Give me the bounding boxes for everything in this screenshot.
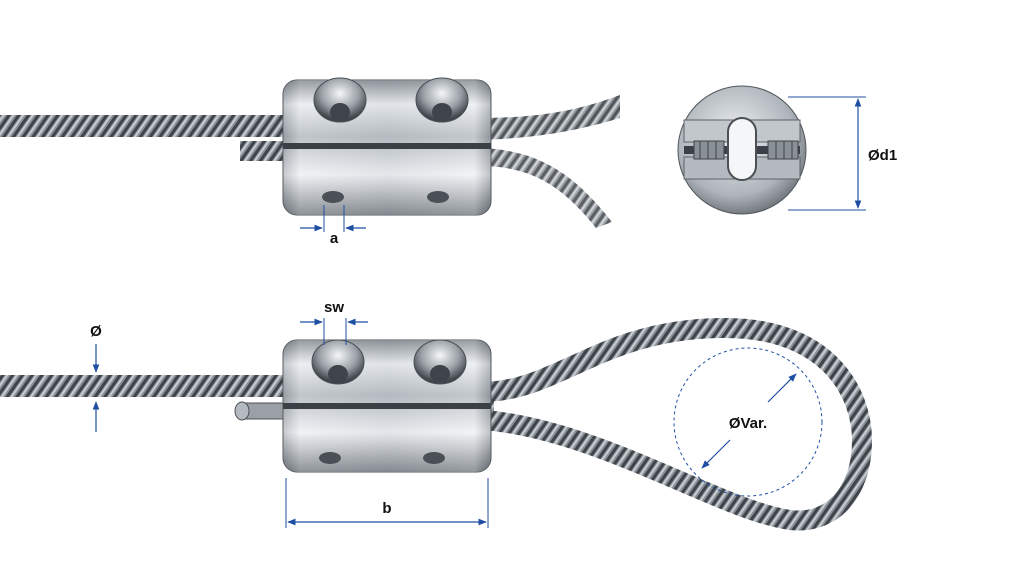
top-cable-right-upper — [480, 95, 620, 140]
bottom-screw-hole-2 — [413, 339, 467, 385]
top-assembly — [0, 77, 620, 228]
bottom-cable-loop — [474, 317, 873, 531]
top-screw-hole-2 — [415, 77, 469, 123]
top-clamp-split — [283, 143, 491, 149]
dimension-cable-diameter: Ø — [90, 323, 102, 432]
dimension-b: b — [285, 478, 489, 528]
top-bottom-hole-2 — [427, 191, 449, 203]
dimension-a: a — [300, 205, 366, 247]
bottom-screw-hole-1 — [311, 339, 365, 385]
end-view-slot — [727, 117, 757, 181]
end-view-screw-right — [767, 140, 799, 160]
label-sw: sw — [324, 299, 344, 316]
dimension-sw: sw — [300, 299, 368, 345]
bottom-clamp-split — [283, 403, 491, 409]
label-var: ØVar. — [729, 415, 767, 432]
dimension-loop-diameter: ØVar. — [673, 347, 823, 497]
bottom-bottom-hole-2 — [423, 452, 445, 464]
label-diameter: Ø — [90, 323, 102, 340]
top-cable-right-lower — [480, 148, 612, 228]
dimension-d1: Ød1 — [788, 96, 897, 211]
bottom-bottom-hole-1 — [319, 452, 341, 464]
bottom-cable-end — [234, 401, 250, 421]
top-cable-left — [0, 115, 300, 137]
bottom-cable-left — [0, 375, 300, 397]
top-screw-hole-1 — [313, 77, 367, 123]
label-b: b — [382, 500, 391, 517]
loop-diameter-circle — [673, 347, 823, 497]
label-d1: Ød1 — [868, 147, 897, 164]
end-view-screw-left — [693, 140, 725, 160]
label-a: a — [330, 230, 339, 247]
end-view — [677, 85, 807, 215]
top-bottom-hole-1 — [322, 191, 344, 203]
bottom-assembly — [0, 317, 873, 531]
